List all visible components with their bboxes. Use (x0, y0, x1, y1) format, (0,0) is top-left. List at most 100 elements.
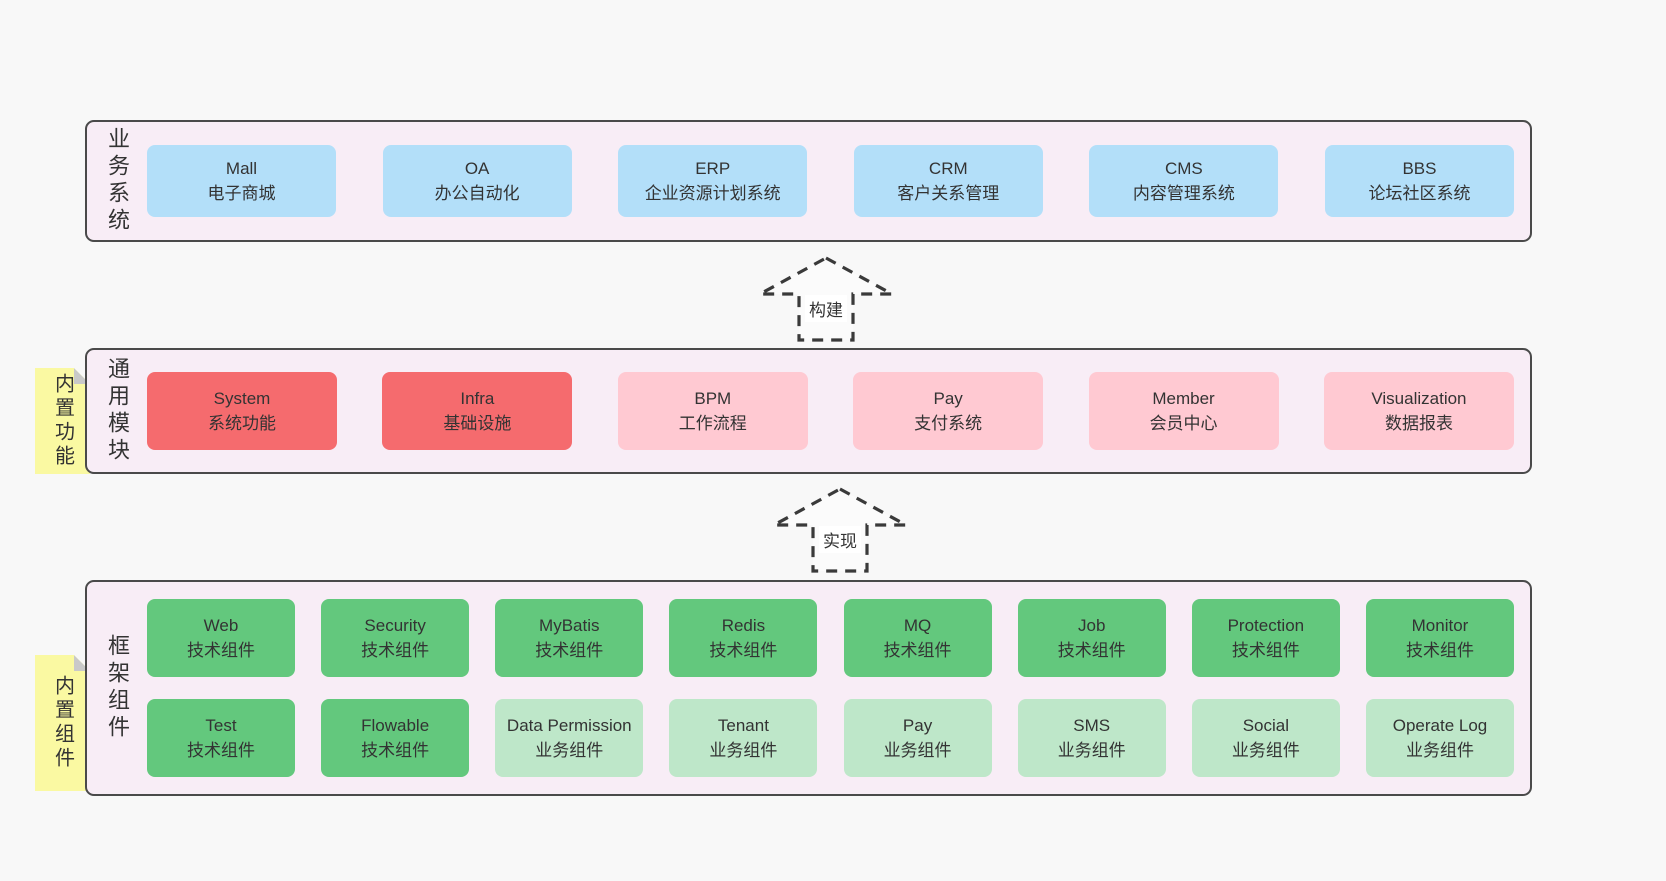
component-box-social: Social 业务组件 (1191, 699, 1340, 777)
band-boxes: System 系统功能 Infra 基础设施 BPM 工作流程 Pay 支付系统… (147, 350, 1514, 472)
box-name: Member (1152, 388, 1215, 408)
box-name: Infra (460, 388, 495, 408)
box-desc: 会员中心 (1149, 414, 1218, 433)
component-box-job: Job 技术组件 (1017, 599, 1166, 677)
component-box-security: Security 技术组件 (321, 599, 470, 677)
system-box-cms: CMS 内容管理系统 (1089, 145, 1279, 217)
sticky-note-text: 内置组件 (51, 675, 74, 771)
arrow-label: 实现 (819, 526, 861, 553)
box-name: Test (205, 715, 237, 735)
system-box-oa: OA 办公自动化 (382, 145, 572, 217)
box-desc: 技术组件 (535, 641, 604, 660)
module-box-system: System 系统功能 (147, 372, 337, 450)
box-desc: 业务组件 (1057, 741, 1126, 760)
band-label: 通用模块 (105, 357, 130, 465)
box-name: Operate Log (1392, 715, 1488, 735)
sticky-note-built-in-features: 内置功能 (35, 368, 90, 474)
box-desc: 基础设施 (443, 414, 512, 433)
box-name: Tenant (717, 715, 769, 735)
box-desc: 客户关系管理 (897, 184, 1000, 203)
component-box-mq: MQ 技术组件 (843, 599, 992, 677)
band-framework-components: 框架组件 Web 技术组件 Security 技术组件 MyBatis 技术组件… (85, 580, 1532, 796)
component-box-pay: Pay 业务组件 (843, 699, 992, 777)
component-row-2: Test 技术组件 Flowable 技术组件 Data Permission … (147, 699, 1514, 777)
component-row-1: Web 技术组件 Security 技术组件 MyBatis 技术组件 Redi… (147, 599, 1514, 677)
box-desc: 技术组件 (883, 641, 952, 660)
box-name: Visualization (1371, 388, 1467, 408)
system-box-crm: CRM 客户关系管理 (853, 145, 1043, 217)
component-box-data-permission: Data Permission 业务组件 (495, 699, 644, 777)
component-box-operate-log: Operate Log 业务组件 (1365, 699, 1514, 777)
box-name: CRM (928, 158, 968, 178)
system-box-bbs: BBS 论坛社区系统 (1324, 145, 1514, 217)
box-name: Mall (225, 158, 258, 178)
module-box-infra: Infra 基础设施 (382, 372, 573, 450)
box-name: CMS (1164, 158, 1203, 178)
box-name: Protection (1227, 615, 1305, 635)
build-arrow: 构建 (756, 255, 896, 343)
box-desc: 电子商城 (207, 184, 276, 203)
component-box-mybatis: MyBatis 技术组件 (495, 599, 644, 677)
box-desc: 业务组件 (883, 741, 952, 760)
sticky-note-built-in-components: 内置组件 (35, 655, 90, 791)
system-box-erp: ERP 企业资源计划系统 (618, 145, 808, 217)
box-desc: 技术组件 (709, 641, 778, 660)
box-name: BPM (694, 388, 732, 408)
box-name: System (213, 388, 271, 408)
box-desc: 业务组件 (709, 741, 778, 760)
box-desc: 技术组件 (1231, 641, 1300, 660)
box-desc: 业务组件 (1231, 741, 1300, 760)
box-desc: 数据报表 (1384, 414, 1453, 433)
box-desc: 论坛社区系统 (1368, 184, 1471, 203)
box-name: MQ (903, 615, 932, 635)
box-name: Pay (902, 715, 933, 735)
box-desc: 支付系统 (914, 414, 983, 433)
band-boxes: Web 技术组件 Security 技术组件 MyBatis 技术组件 Redi… (147, 582, 1514, 794)
box-desc: 技术组件 (187, 741, 255, 760)
box-name: Flowable (361, 715, 430, 735)
box-name: Social (1242, 715, 1289, 735)
module-box-pay: Pay 支付系统 (853, 372, 1044, 450)
box-desc: 内容管理系统 (1132, 184, 1235, 203)
box-desc: 企业资源计划系统 (644, 184, 781, 203)
box-desc: 业务组件 (1405, 741, 1474, 760)
sticky-note-text: 内置功能 (51, 373, 74, 469)
implement-arrow: 实现 (770, 486, 910, 574)
box-name: SMS (1073, 715, 1111, 735)
module-box-visualization: Visualization 数据报表 (1323, 372, 1514, 450)
band-boxes: Mall 电子商城 OA 办公自动化 ERP 企业资源计划系统 CRM 客户关系… (147, 122, 1514, 240)
system-box-mall: Mall 电子商城 (147, 145, 336, 217)
component-box-tenant: Tenant 业务组件 (669, 699, 818, 777)
component-box-flowable: Flowable 技术组件 (321, 699, 470, 777)
box-desc: 系统功能 (208, 414, 276, 433)
box-desc: 技术组件 (1057, 641, 1126, 660)
box-name: Data Permission (506, 715, 632, 735)
box-desc: 技术组件 (361, 641, 430, 660)
box-name: Web (203, 615, 239, 635)
box-desc: 工作流程 (678, 414, 747, 433)
box-name: ERP (695, 158, 731, 178)
box-name: MyBatis (539, 615, 600, 635)
component-box-test: Test 技术组件 (147, 699, 295, 777)
arrow-label: 构建 (805, 295, 847, 322)
component-box-sms: SMS 业务组件 (1017, 699, 1166, 777)
box-name: BBS (1402, 158, 1437, 178)
band-label: 业务系统 (105, 127, 130, 235)
box-desc: 技术组件 (361, 741, 430, 760)
box-name: OA (464, 158, 490, 178)
box-name: Monitor (1411, 615, 1469, 635)
component-box-redis: Redis 技术组件 (669, 599, 818, 677)
box-desc: 办公自动化 (434, 184, 520, 203)
band-label: 框架组件 (105, 634, 130, 742)
band-business-systems: 业务系统 Mall 电子商城 OA 办公自动化 ERP 企业资源计划系统 CRM… (85, 120, 1532, 242)
box-name: Job (1077, 615, 1106, 635)
component-box-web: Web 技术组件 (147, 599, 295, 677)
box-desc: 业务组件 (535, 741, 604, 760)
box-name: Redis (721, 615, 766, 635)
module-box-member: Member 会员中心 (1088, 372, 1279, 450)
component-box-protection: Protection 技术组件 (1191, 599, 1340, 677)
box-name: Security (364, 615, 426, 635)
component-box-monitor: Monitor 技术组件 (1365, 599, 1514, 677)
box-desc: 技术组件 (187, 641, 255, 660)
